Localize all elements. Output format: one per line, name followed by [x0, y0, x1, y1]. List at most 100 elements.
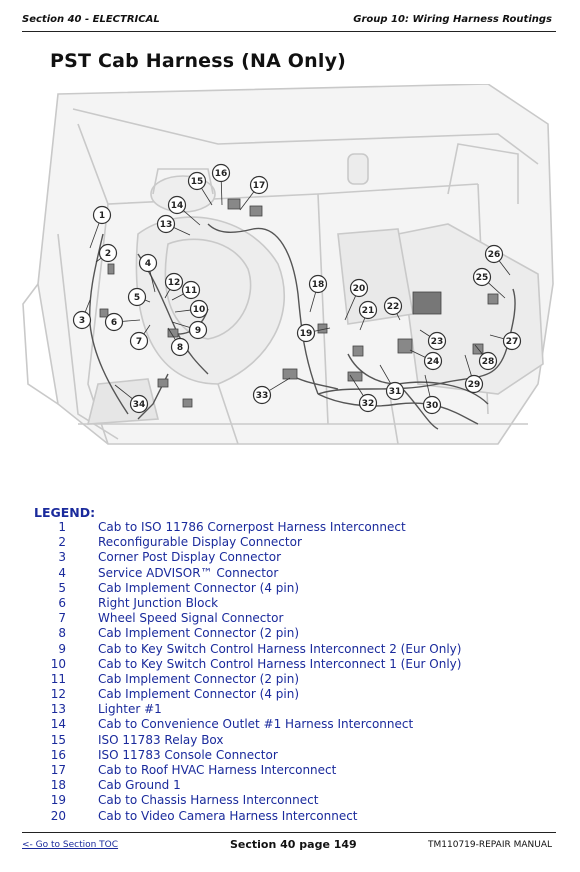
callout-17: 17	[249, 175, 269, 195]
callout-number: 19	[300, 329, 313, 339]
callout-leader	[89, 222, 100, 249]
callout-circle	[188, 320, 208, 340]
callout-circle	[252, 385, 272, 405]
callout-9: 9	[188, 320, 208, 340]
callout-34: 34	[129, 394, 149, 414]
legend-item: 15 ISO 11783 Relay Box	[40, 733, 560, 748]
callout-23: 23	[427, 331, 447, 351]
callout-circle	[167, 195, 187, 215]
callout-30: 30	[422, 395, 442, 415]
legend-text: Cab to ISO 11786 Cornerpost Harness Inte…	[98, 520, 406, 534]
legend-text: Cab to Key Switch Control Harness Interc…	[98, 641, 462, 656]
callout-leader	[143, 324, 151, 335]
legend-text: Lighter #1	[98, 702, 162, 717]
callout-leader	[201, 187, 213, 206]
callout-number: 23	[431, 337, 444, 347]
callout-number: 31	[389, 387, 402, 397]
callout-leader	[379, 364, 392, 384]
callout-32: 32	[358, 393, 378, 413]
legend-number: 2	[58, 535, 66, 550]
connectors	[99, 198, 499, 408]
legend-number: 5	[58, 580, 66, 595]
callout-leader	[174, 309, 191, 313]
callout-leader	[84, 299, 91, 313]
callout-circle	[156, 214, 176, 234]
callout-number: 10	[193, 305, 206, 315]
callout-33: 33	[252, 385, 272, 405]
callout-28: 28	[478, 351, 498, 371]
callout-10: 10	[189, 299, 209, 319]
callout-leader	[164, 289, 171, 299]
callout-number: 12	[168, 278, 181, 288]
manual-id: TM110719-REPAIR MANUAL	[428, 840, 552, 850]
callout-leader	[114, 384, 133, 400]
callout-leader	[173, 227, 191, 236]
callout-circle	[164, 272, 184, 292]
callout-4: 4	[138, 253, 158, 273]
callout-circle	[104, 312, 124, 332]
header-rule	[22, 31, 556, 32]
callout-8: 8	[170, 337, 190, 357]
callout-leader	[314, 327, 331, 332]
callout-number: 14	[171, 201, 184, 211]
legend-text: Service ADVISOR™ Connector	[98, 565, 279, 580]
callout-circle	[427, 331, 447, 351]
callout-31: 31	[385, 381, 405, 401]
legend-text: ISO 11783 Relay Box	[98, 732, 224, 747]
callout-number: 16	[215, 169, 228, 179]
callout-circle	[129, 331, 149, 351]
legend-text: Cab Implement Connector (2 pin)	[98, 671, 299, 686]
legend-number: 13	[50, 702, 66, 717]
callout-number: 18	[312, 280, 325, 290]
callout-circle	[211, 163, 231, 183]
page-title: PST Cab Harness (NA Only)	[50, 50, 347, 72]
callout-number: 32	[362, 399, 375, 409]
callout-leader	[498, 260, 511, 276]
callout-number: 30	[426, 401, 439, 411]
legend-number: 18	[50, 778, 66, 793]
callout-leader	[419, 329, 431, 337]
callout-number: 28	[482, 357, 495, 367]
callout-number: 8	[177, 343, 183, 353]
callout-12: 12	[164, 272, 184, 292]
callout-number: 17	[253, 181, 266, 191]
callout-circle	[385, 381, 405, 401]
callout-leader	[167, 327, 176, 341]
callout-leader	[95, 257, 102, 263]
legend-number: 1	[58, 520, 66, 534]
legend-number: 3	[58, 550, 66, 565]
legend-item: 13 Lighter #1	[40, 702, 560, 717]
legend-number: 12	[50, 687, 66, 702]
legend-number: 8	[58, 626, 66, 641]
go-to-section-toc-link[interactable]: <- Go to Section TOC	[22, 840, 119, 850]
legend-number: 11	[50, 671, 66, 686]
callout-leader	[309, 292, 317, 313]
callout-19: 19	[296, 323, 316, 343]
callout-leader	[396, 313, 401, 321]
legend-number: 15	[50, 732, 66, 747]
group-header: Group 10: Wiring Harness Routings	[353, 14, 552, 25]
callout-leader	[171, 321, 190, 328]
callout-circle	[181, 280, 201, 300]
callout-number: 4	[145, 259, 151, 269]
callout-1: 1	[92, 205, 112, 225]
callout-number: 20	[353, 284, 366, 294]
callout-number: 13	[160, 220, 173, 230]
callout-16: 16	[211, 163, 231, 183]
section-header: Section 40 - ELECTRICAL	[22, 14, 160, 25]
callout-circle	[358, 300, 378, 320]
callout-leader	[269, 377, 291, 391]
callout-number: 9	[195, 326, 201, 336]
callout-number: 33	[256, 391, 269, 401]
